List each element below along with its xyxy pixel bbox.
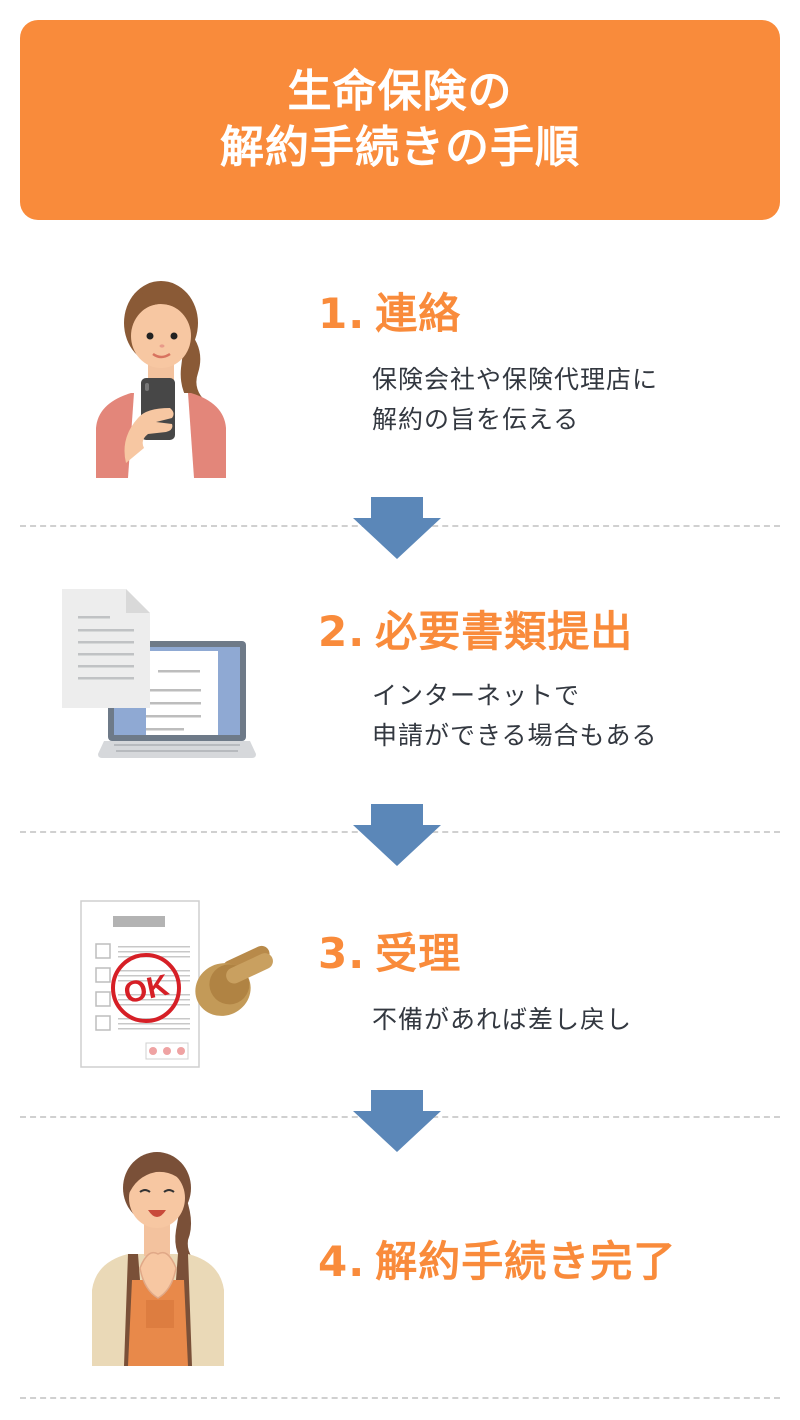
step-3-number: 3. — [318, 929, 366, 978]
title-line-2: 解約手続きの手順 — [220, 122, 580, 173]
step-1-description-line-1: 保険会社や保険代理店に — [372, 365, 659, 394]
step-2-label: 必要書類提出 — [375, 607, 634, 656]
step-2-description-line-1: インターネットで — [372, 681, 581, 710]
step-2-description: インターネットで 申請ができる場合もある — [372, 676, 658, 756]
step-4-label: 解約手続き完了 — [375, 1237, 677, 1286]
step-3-description: 不備があれば差し戻し — [372, 1000, 632, 1040]
arrow-down-icon — [353, 804, 441, 866]
step-3-title: 3.受理 — [318, 928, 461, 980]
step-2-number: 2. — [318, 607, 366, 656]
step-2-title: 2.必要書類提出 — [318, 606, 633, 658]
arrow-down-icon — [353, 1090, 441, 1152]
ok-stamp-document-icon: OK — [78, 898, 288, 1070]
happy-woman-apron-icon — [88, 1150, 228, 1366]
step-1-description-line-2: 解約の旨を伝える — [372, 405, 580, 434]
woman-with-smartphone-icon — [86, 268, 236, 478]
title-line-1: 生命保険の — [287, 66, 513, 117]
step-1-description: 保険会社や保険代理店に 解約の旨を伝える — [372, 360, 658, 440]
step-4-number: 4. — [318, 1237, 366, 1286]
step-2-description-line-2: 申請ができる場合もある — [372, 721, 658, 750]
arrow-down-icon — [353, 497, 441, 559]
step-3-label: 受理 — [375, 929, 462, 978]
step-1-label: 連絡 — [375, 289, 462, 338]
step-1-number: 1. — [318, 289, 366, 338]
title-banner: 生命保険の 解約手続きの手順 — [20, 20, 780, 220]
step-1-title: 1.連絡 — [318, 288, 461, 340]
document-and-laptop-icon — [58, 586, 258, 761]
step-3-description-line-1: 不備があれば差し戻し — [372, 1005, 633, 1034]
step-4-title: 4.解約手続き完了 — [318, 1236, 676, 1288]
divider-4 — [20, 1397, 780, 1399]
